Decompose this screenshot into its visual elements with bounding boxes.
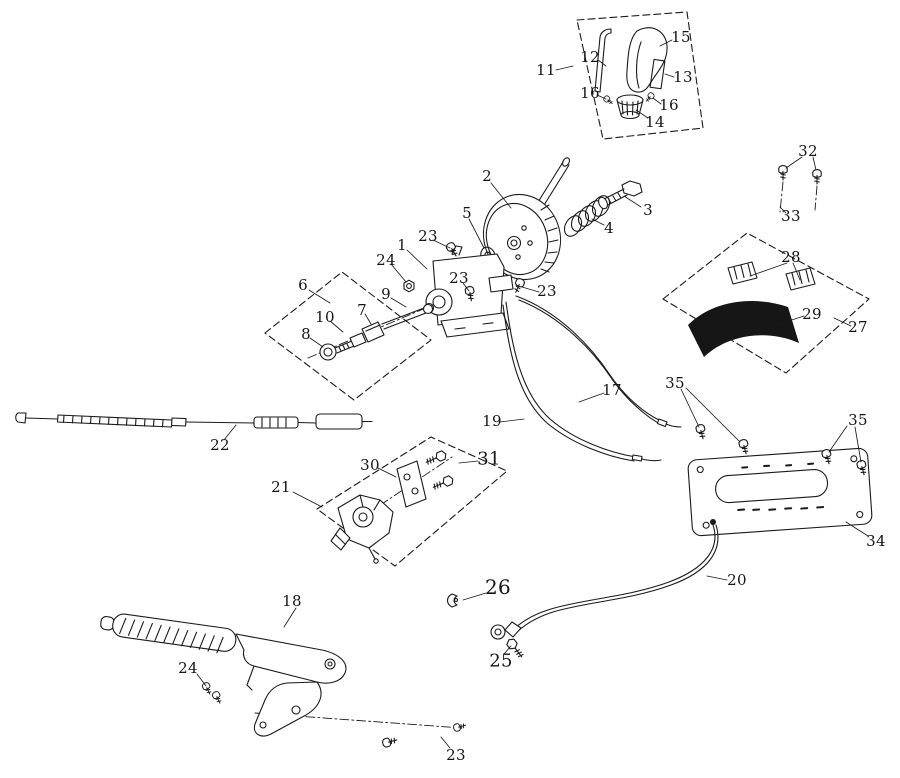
leader-lines bbox=[196, 39, 869, 749]
screw-24-icon bbox=[200, 681, 214, 697]
select-cable bbox=[15, 412, 373, 430]
allen-key bbox=[594, 28, 612, 93]
shift-cable-19 bbox=[502, 301, 662, 462]
bolt-31-icon bbox=[423, 449, 449, 467]
handbrake-cable bbox=[490, 519, 719, 640]
knob-assembly-box bbox=[576, 11, 704, 140]
knob-insert bbox=[649, 58, 666, 90]
bolt-25-icon bbox=[504, 636, 526, 661]
retainer-clips bbox=[727, 261, 816, 291]
lever-bracket-casting bbox=[330, 494, 394, 564]
shift-sector-disc bbox=[482, 193, 562, 281]
knob-nut bbox=[616, 94, 644, 120]
mount-plate-30 bbox=[396, 460, 427, 508]
screw-32-icon bbox=[812, 169, 822, 185]
screw-24-icon bbox=[210, 690, 224, 706]
lever-bolt bbox=[598, 180, 643, 210]
rubber-pad bbox=[688, 301, 799, 357]
plate-screw-35-icon bbox=[694, 423, 708, 441]
set-screw-icon bbox=[643, 91, 656, 104]
plate-screw-35-icon bbox=[737, 438, 751, 456]
handbrake-lever bbox=[100, 613, 347, 737]
rod-assembly-box bbox=[264, 271, 432, 401]
pad-assembly-box bbox=[662, 232, 870, 374]
shift-cable-17 bbox=[515, 295, 682, 428]
rod-assembly bbox=[319, 303, 434, 361]
bolt-31-icon bbox=[430, 474, 456, 492]
indicator-plate bbox=[687, 447, 873, 537]
screw-23-icon bbox=[452, 721, 467, 733]
cable-clip bbox=[446, 593, 459, 608]
screw-23-icon bbox=[511, 276, 526, 295]
screw-23-icon bbox=[381, 735, 399, 749]
set-screw-icon bbox=[602, 94, 615, 107]
